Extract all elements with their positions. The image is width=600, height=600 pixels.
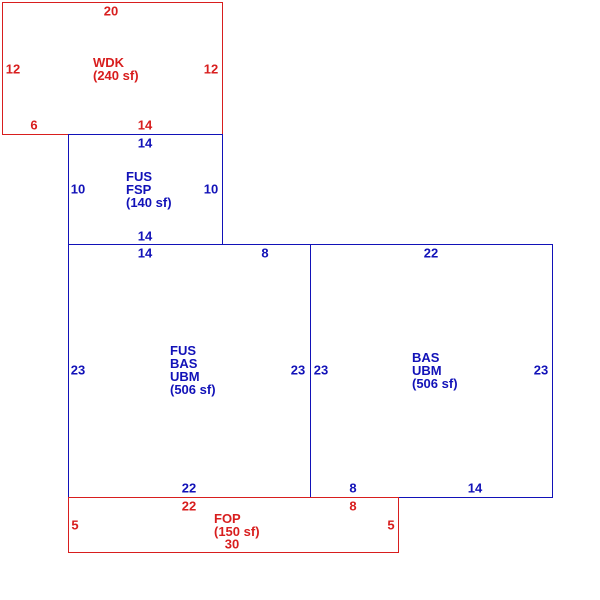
fop-dim-left: 5 bbox=[71, 517, 79, 533]
bas-ubm-dim-bottom-left: 8 bbox=[349, 480, 357, 496]
fus-bas-ubm-area-label: FUS BAS UBM (506 sf) bbox=[170, 344, 216, 396]
fus-bas-ubm-code-1: FUS bbox=[170, 343, 196, 358]
bas-ubm-area-outline bbox=[310, 244, 553, 498]
bas-ubm-sqft: (506 sf) bbox=[412, 376, 458, 391]
fop-dim-bottom: 30 bbox=[224, 536, 240, 552]
bas-ubm-code-2: UBM bbox=[412, 363, 442, 378]
bas-ubm-code-1: BAS bbox=[412, 350, 440, 365]
wdk-code: WDK bbox=[93, 55, 125, 70]
fop-dim-top-left: 22 bbox=[181, 498, 197, 514]
fus-bas-ubm-dim-bottom: 22 bbox=[181, 480, 197, 496]
wdk-dim-bottom-left: 6 bbox=[30, 117, 38, 133]
fop-area-label: FOP (150 sf) bbox=[214, 512, 260, 538]
fus-fsp-code-1: FUS bbox=[126, 169, 152, 184]
bas-ubm-dim-top: 22 bbox=[423, 245, 439, 261]
fus-fsp-code-2: FSP bbox=[126, 182, 152, 197]
bas-ubm-dim-left: 23 bbox=[313, 362, 329, 378]
fus-fsp-sqft: (140 sf) bbox=[126, 195, 172, 210]
fop-area-outline bbox=[68, 497, 399, 553]
bas-ubm-area-label: BAS UBM (506 sf) bbox=[412, 351, 458, 390]
wdk-dim-left: 12 bbox=[5, 61, 21, 77]
fop-dim-top-right: 8 bbox=[349, 498, 357, 514]
fus-fsp-area-label: FUS FSP (140 sf) bbox=[126, 170, 172, 209]
fus-bas-ubm-dim-left: 23 bbox=[70, 362, 86, 378]
wdk-dim-top: 20 bbox=[103, 3, 119, 19]
fop-dim-right: 5 bbox=[387, 517, 395, 533]
wdk-area-label: WDK (240 sf) bbox=[93, 56, 139, 82]
fus-bas-ubm-dim-top-left: 14 bbox=[137, 245, 153, 261]
wdk-sqft: (240 sf) bbox=[93, 68, 139, 83]
fus-bas-ubm-dim-right: 23 bbox=[290, 362, 306, 378]
wdk-dim-right: 12 bbox=[203, 61, 219, 77]
wdk-dim-bottom-right: 14 bbox=[137, 117, 153, 133]
bas-ubm-dim-bottom-right: 14 bbox=[467, 480, 483, 496]
fus-fsp-dim-bottom: 14 bbox=[137, 228, 153, 244]
fus-bas-ubm-code-2: BAS bbox=[170, 356, 198, 371]
fus-bas-ubm-code-3: UBM bbox=[170, 369, 200, 384]
fop-code: FOP bbox=[214, 511, 241, 526]
fus-bas-ubm-dim-top-right: 8 bbox=[261, 245, 269, 261]
fop-sqft: (150 sf) bbox=[214, 524, 260, 539]
fus-fsp-dim-right: 10 bbox=[203, 181, 219, 197]
bas-ubm-dim-right: 23 bbox=[533, 362, 549, 378]
fus-fsp-dim-left: 10 bbox=[70, 181, 86, 197]
fus-fsp-dim-top: 14 bbox=[137, 135, 153, 151]
fus-bas-ubm-sqft: (506 sf) bbox=[170, 382, 216, 397]
